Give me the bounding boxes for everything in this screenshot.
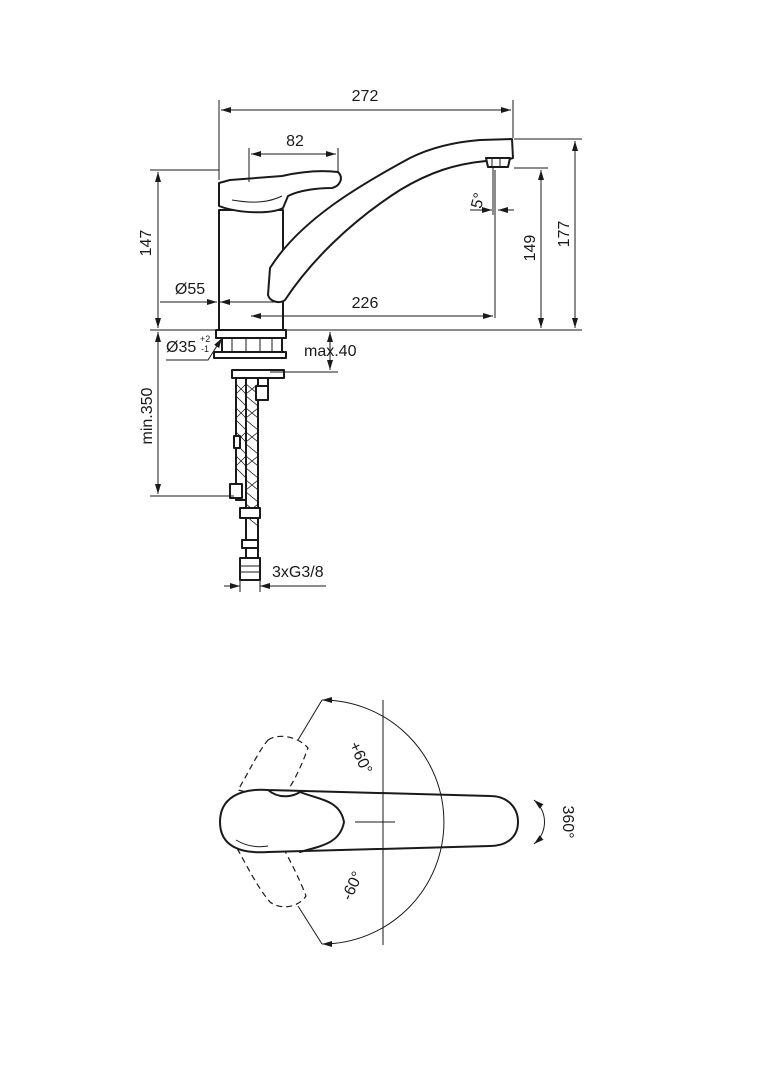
- dim-hole-diameter: Ø35: [166, 339, 196, 356]
- rotation-360-label: 360°: [559, 805, 576, 838]
- center-mark: [355, 700, 395, 945]
- dim-deck-thickness: max.40: [304, 343, 357, 360]
- faucet-lever: [218, 170, 342, 214]
- plan-view: +60° -60° 360°: [219, 697, 576, 947]
- rotated-position-minus: [237, 841, 307, 908]
- spout-top: [219, 788, 519, 854]
- dim-overall-width: 272: [352, 88, 379, 105]
- dim-overall-height: 177: [556, 221, 573, 248]
- mounting-base: [213, 329, 287, 379]
- faucet-spout: [267, 138, 514, 304]
- dim-spout-height: 149: [522, 235, 539, 262]
- dim-handle-length: 82: [286, 133, 304, 150]
- rotation-360-arrow: [533, 799, 545, 845]
- dim-hose-length: min.350: [139, 387, 156, 444]
- rotation-arc: [297, 697, 445, 947]
- dim-spout-angle: 5°: [468, 191, 488, 210]
- dim-connections: 3xG3/8: [272, 564, 324, 581]
- angle-plus-label: +60°: [345, 739, 375, 777]
- supply-hoses: [229, 377, 269, 581]
- angle-minus-label: -60°: [339, 869, 367, 903]
- dim-spout-reach: 226: [352, 295, 379, 312]
- tolerance-plus: +2: [200, 334, 210, 344]
- tolerance-minus: -1: [201, 344, 209, 354]
- dimension-lines: [150, 100, 582, 592]
- rotated-position-plus: [237, 735, 309, 801]
- elevation-view: 272 82 147 149 177 Ø55 226 Ø35 +2 -1 max…: [138, 88, 582, 592]
- dimension-labels: 272 82 147 149 177 Ø55 226 Ø35 +2 -1 max…: [138, 88, 573, 581]
- dim-height-to-lever: 147: [138, 230, 155, 257]
- dim-body-diameter: Ø55: [175, 281, 205, 298]
